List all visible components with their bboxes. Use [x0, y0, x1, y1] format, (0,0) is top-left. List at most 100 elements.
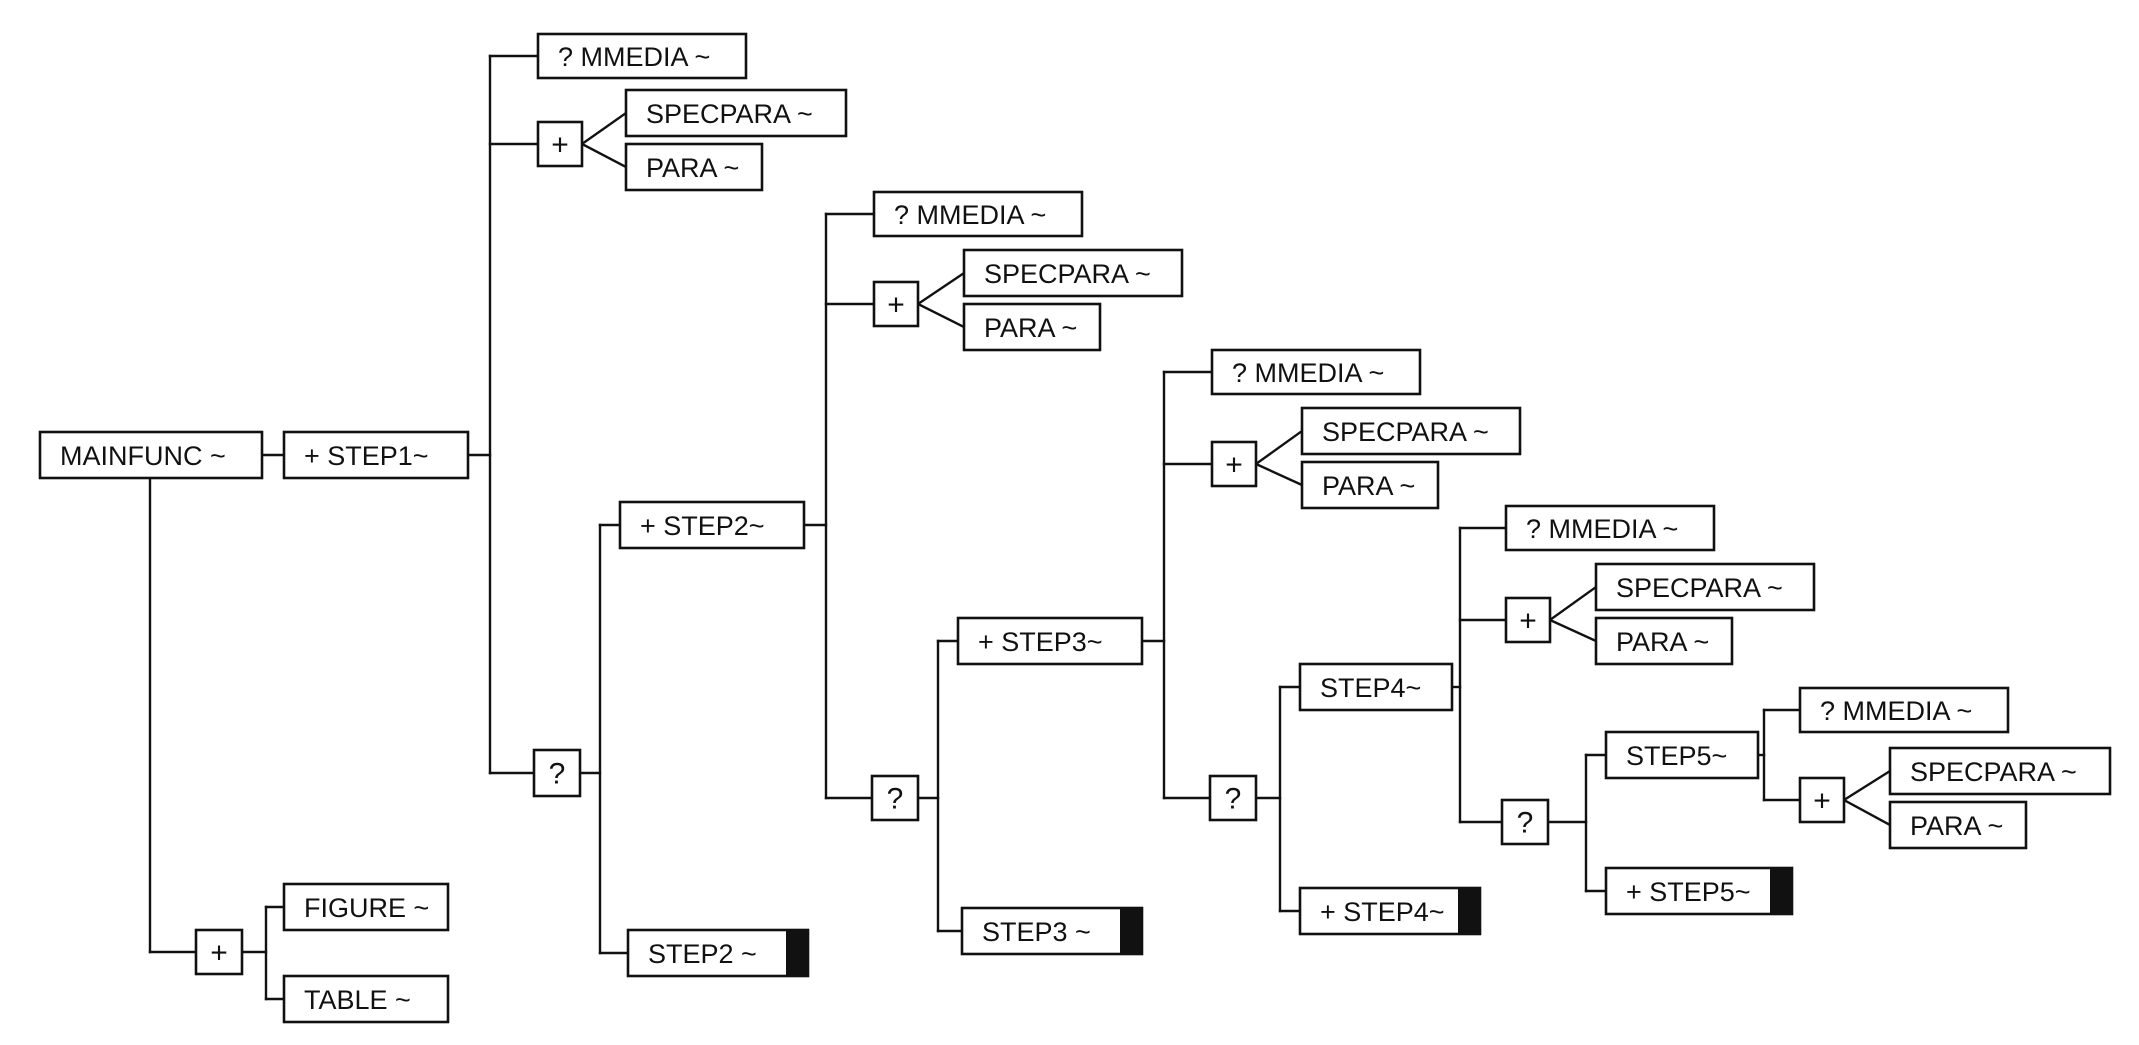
node-s3-mmedia: ? MMEDIA ~: [1210, 348, 1422, 396]
node-label: SPECPARA ~: [646, 99, 813, 129]
node-box: [1888, 746, 2112, 796]
node-label: STEP2 ~: [648, 939, 757, 969]
node-box: [624, 142, 764, 192]
node-s5-mmedia: ? MMEDIA ~: [1798, 686, 2010, 734]
node-label: PARA ~: [1322, 471, 1415, 501]
operator-label: ?: [887, 783, 904, 816]
operator-box: [536, 120, 584, 168]
node-box: [1594, 616, 1734, 666]
connector-line: [1548, 618, 1598, 643]
terminal-marker: [1120, 908, 1142, 954]
node-label: PARA ~: [646, 153, 739, 183]
node-label: ? MMEDIA ~: [558, 42, 710, 72]
node-s2-specpara: SPECPARA ~: [962, 248, 1184, 298]
node-label: PARA ~: [984, 313, 1077, 343]
node-label: TABLE ~: [304, 985, 411, 1015]
node-box: [1888, 800, 2028, 850]
node-box: [536, 32, 748, 80]
node-box: [38, 430, 264, 480]
connector-line: [580, 111, 628, 146]
node-label: + STEP3~: [978, 627, 1103, 657]
node-s4-mmedia: ? MMEDIA ~: [1504, 504, 1716, 552]
node-box: [1298, 662, 1454, 712]
connector-line: [916, 302, 966, 329]
node-box: [1504, 504, 1716, 552]
node-box: [962, 248, 1184, 298]
node-label: SPECPARA ~: [1616, 573, 1783, 603]
operator-label: +: [210, 937, 228, 970]
node-box: [1300, 406, 1522, 456]
operator-label: +: [1813, 785, 1831, 818]
terminal-marker: [786, 930, 808, 976]
operator-box: [1500, 798, 1550, 846]
operator-box: [1210, 440, 1258, 488]
node-box: [956, 616, 1144, 666]
operator-label: +: [1519, 605, 1537, 638]
node-step3-end: STEP3 ~: [960, 906, 1144, 956]
operator-box: [870, 774, 920, 822]
operator-box: [872, 280, 920, 328]
node-label: + STEP4~: [1320, 897, 1445, 927]
node-label: PARA ~: [1616, 627, 1709, 657]
node-s4-opt: ?: [1500, 798, 1550, 846]
node-mainfunc: MAINFUNC ~: [38, 430, 264, 480]
operator-box: [532, 748, 582, 798]
operator-box: [1504, 596, 1552, 644]
connector-line: [1254, 429, 1304, 466]
node-label: + STEP2~: [640, 511, 765, 541]
node-label: FIGURE ~: [304, 893, 429, 923]
node-s3-plus: +: [1210, 440, 1258, 488]
node-box: [872, 190, 1084, 238]
node-s2-opt: ?: [870, 774, 920, 822]
node-main-plus: +: [194, 928, 244, 976]
connector-line: [580, 142, 628, 169]
node-box: [1594, 562, 1816, 612]
node-figure: FIGURE ~: [282, 882, 450, 932]
diagram-nodes: MAINFUNC ~ + STEP1~ ? MMEDIA ~ + SPECPARA ~ P…: [38, 32, 2112, 1024]
node-box: [624, 88, 848, 138]
node-box: [1300, 460, 1440, 510]
connector-line: [1254, 462, 1304, 487]
node-label: + STEP1~: [304, 441, 429, 471]
connector-line: [1548, 585, 1598, 622]
node-box: [282, 974, 450, 1024]
node-s2-para: PARA ~: [962, 302, 1102, 352]
node-box: [1798, 686, 2010, 734]
node-step5-end: + STEP5~: [1604, 866, 1794, 916]
node-s2-mmedia: ? MMEDIA ~: [872, 190, 1084, 238]
node-s1-opt: ?: [532, 748, 582, 798]
operator-label: ?: [1225, 783, 1242, 816]
node-label: STEP4~: [1320, 673, 1421, 703]
node-step1: + STEP1~: [282, 430, 470, 480]
node-s1-mmedia: ? MMEDIA ~: [536, 32, 748, 80]
node-step5: STEP5~: [1604, 730, 1760, 780]
node-label: ? MMEDIA ~: [1820, 696, 1972, 726]
operator-label: ?: [549, 758, 566, 791]
node-box: [282, 882, 450, 932]
node-s4-plus: +: [1504, 596, 1552, 644]
node-s1-specpara: SPECPARA ~: [624, 88, 848, 138]
node-s3-opt: ?: [1208, 774, 1258, 822]
operator-label: +: [551, 129, 569, 162]
node-label: SPECPARA ~: [984, 259, 1151, 289]
connector-line: [1842, 798, 1892, 827]
node-step2: + STEP2~: [618, 500, 806, 550]
operator-box: [194, 928, 244, 976]
node-s4-para: PARA ~: [1594, 616, 1734, 666]
node-s3-specpara: SPECPARA ~: [1300, 406, 1522, 456]
node-s4-specpara: SPECPARA ~: [1594, 562, 1816, 612]
node-label: ? MMEDIA ~: [1232, 358, 1384, 388]
terminal-marker: [1770, 868, 1792, 914]
node-label: ? MMEDIA ~: [894, 200, 1046, 230]
connector-line: [916, 271, 966, 306]
node-table: TABLE ~: [282, 974, 450, 1024]
node-s2-plus: +: [872, 280, 920, 328]
node-label: ? MMEDIA ~: [1526, 514, 1678, 544]
operator-box: [1208, 774, 1258, 822]
operator-box: [1798, 776, 1846, 824]
node-step2-end: STEP2 ~: [626, 928, 810, 978]
node-step4: STEP4~: [1298, 662, 1454, 712]
node-s1-plus: +: [536, 120, 584, 168]
node-label: + STEP5~: [1626, 877, 1751, 907]
node-box: [626, 928, 810, 978]
